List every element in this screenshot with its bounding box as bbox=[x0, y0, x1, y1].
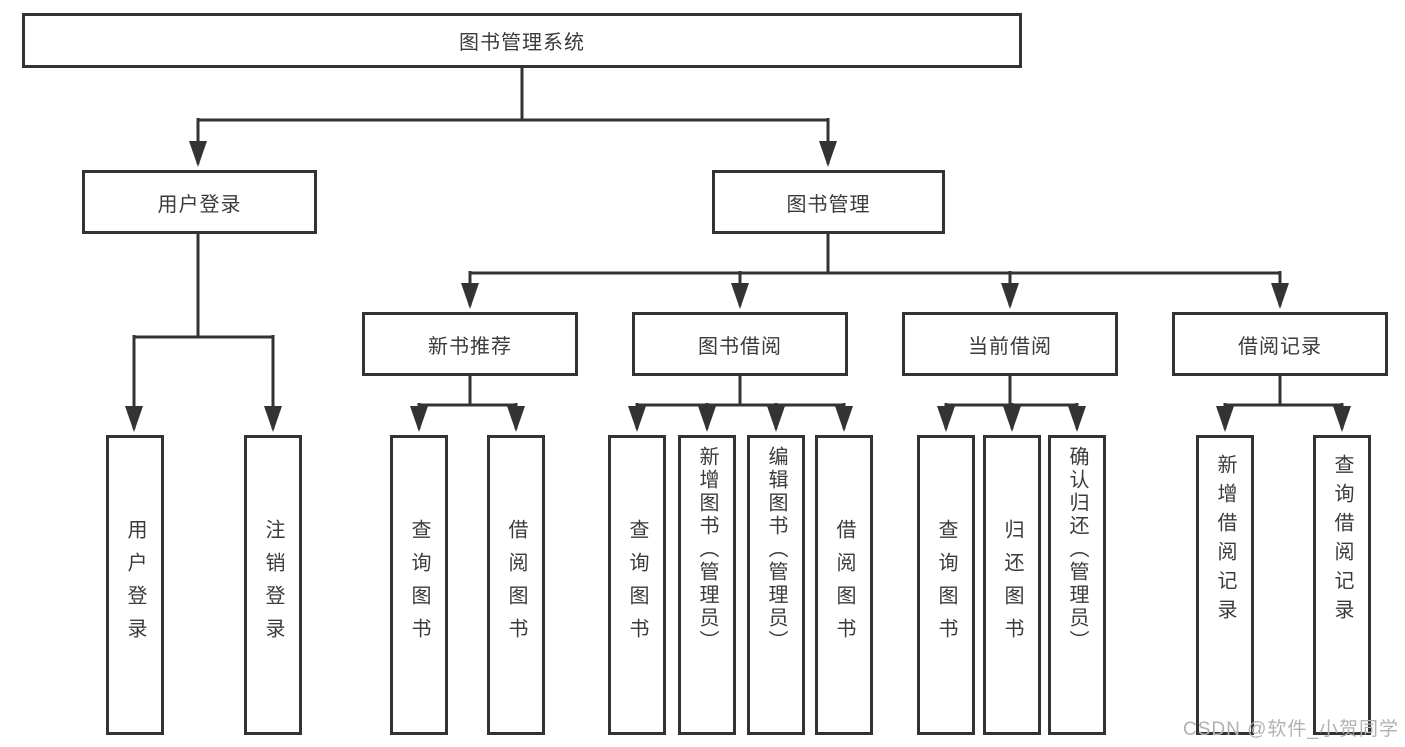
leaf-borrow-edit-books-admin-label: 编辑图书（管理员） bbox=[765, 446, 787, 653]
node-book-management-label: 图书管理 bbox=[786, 193, 871, 216]
leaf-records-query-record-label: 查询借阅记录 bbox=[1331, 454, 1353, 628]
leaf-user-login: 用户登录 bbox=[106, 435, 164, 735]
leaf-borrow-query-books: 查询图书 bbox=[608, 435, 666, 735]
leaf-current-query-books: 查询图书 bbox=[917, 435, 975, 735]
leaf-current-return-books: 归还图书 bbox=[983, 435, 1041, 735]
node-system-root-label: 图书管理系统 bbox=[459, 32, 585, 54]
leaf-recommend-query-books: 查询图书 bbox=[390, 435, 448, 735]
leaf-records-add-record: 新增借阅记录 bbox=[1196, 435, 1254, 735]
leaf-records-query-record: 查询借阅记录 bbox=[1313, 435, 1371, 735]
leaf-current-confirm-return-admin-label: 确认归还（管理员） bbox=[1066, 446, 1088, 653]
node-user-login: 用户登录 bbox=[82, 170, 317, 234]
node-book-borrow: 图书借阅 bbox=[632, 312, 848, 376]
leaf-records-add-record-label: 新增借阅记录 bbox=[1214, 454, 1236, 628]
leaf-current-query-books-label: 查询图书 bbox=[935, 519, 957, 651]
leaf-borrow-borrow-books: 借阅图书 bbox=[815, 435, 873, 735]
node-borrow-records-label: 借阅记录 bbox=[1238, 335, 1322, 358]
leaf-borrow-add-books-admin: 新增图书（管理员） bbox=[678, 435, 736, 735]
leaf-borrow-query-books-label: 查询图书 bbox=[626, 519, 648, 651]
leaf-current-confirm-return-admin: 确认归还（管理员） bbox=[1048, 435, 1106, 735]
leaf-user-login-label: 用户登录 bbox=[124, 519, 146, 651]
node-new-book-recommend-label: 新书推荐 bbox=[428, 335, 512, 358]
node-system-root: 图书管理系统 bbox=[22, 13, 1022, 68]
leaf-logout-label: 注销登录 bbox=[262, 519, 284, 651]
node-current-borrow-label: 当前借阅 bbox=[968, 335, 1052, 358]
leaf-recommend-query-books-label: 查询图书 bbox=[408, 519, 430, 651]
leaf-borrow-borrow-books-label: 借阅图书 bbox=[833, 519, 855, 651]
node-borrow-records: 借阅记录 bbox=[1172, 312, 1388, 376]
leaf-borrow-edit-books-admin: 编辑图书（管理员） bbox=[747, 435, 805, 735]
leaf-recommend-borrow-books: 借阅图书 bbox=[487, 435, 545, 735]
node-book-management: 图书管理 bbox=[712, 170, 945, 234]
csdn-watermark: CSDN @软件_小贺同学 bbox=[1183, 719, 1399, 740]
leaf-current-return-books-label: 归还图书 bbox=[1001, 519, 1023, 651]
leaf-recommend-borrow-books-label: 借阅图书 bbox=[505, 519, 527, 651]
node-user-login-label: 用户登录 bbox=[157, 193, 242, 216]
node-book-borrow-label: 图书借阅 bbox=[698, 335, 782, 358]
node-new-book-recommend: 新书推荐 bbox=[362, 312, 578, 376]
leaf-logout: 注销登录 bbox=[244, 435, 302, 735]
node-current-borrow: 当前借阅 bbox=[902, 312, 1118, 376]
leaf-borrow-add-books-admin-label: 新增图书（管理员） bbox=[696, 446, 718, 653]
